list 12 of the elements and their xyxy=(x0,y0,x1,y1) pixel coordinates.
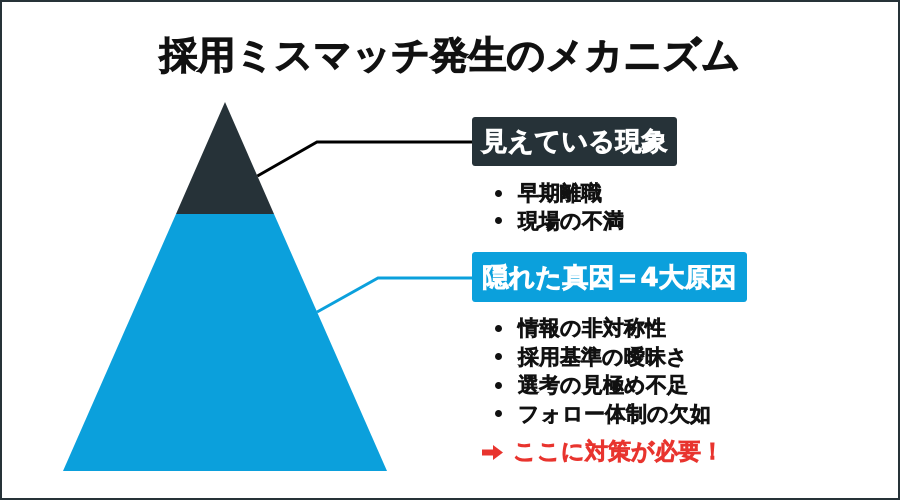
diagram-title: 採用ミスマッチ発生のメカニズム xyxy=(158,32,742,79)
list-item: 選考の見極め不足 xyxy=(518,372,688,398)
list-item: 現場の不満 xyxy=(518,208,624,234)
heading-box: 見えている現象 xyxy=(472,117,677,166)
note-text: ここに対策が必要！ xyxy=(513,438,724,467)
list-item: 情報の非対称性 xyxy=(518,315,666,341)
list-item: 採用基準の曖昧さ xyxy=(518,344,688,370)
list-item: 早期離職 xyxy=(518,180,602,206)
leader-line xyxy=(256,140,472,178)
heading-box: 隠れた真因＝4大原因 xyxy=(472,252,747,302)
leader-line xyxy=(316,276,472,314)
list-item: フォロー体制の欠如 xyxy=(518,400,711,426)
